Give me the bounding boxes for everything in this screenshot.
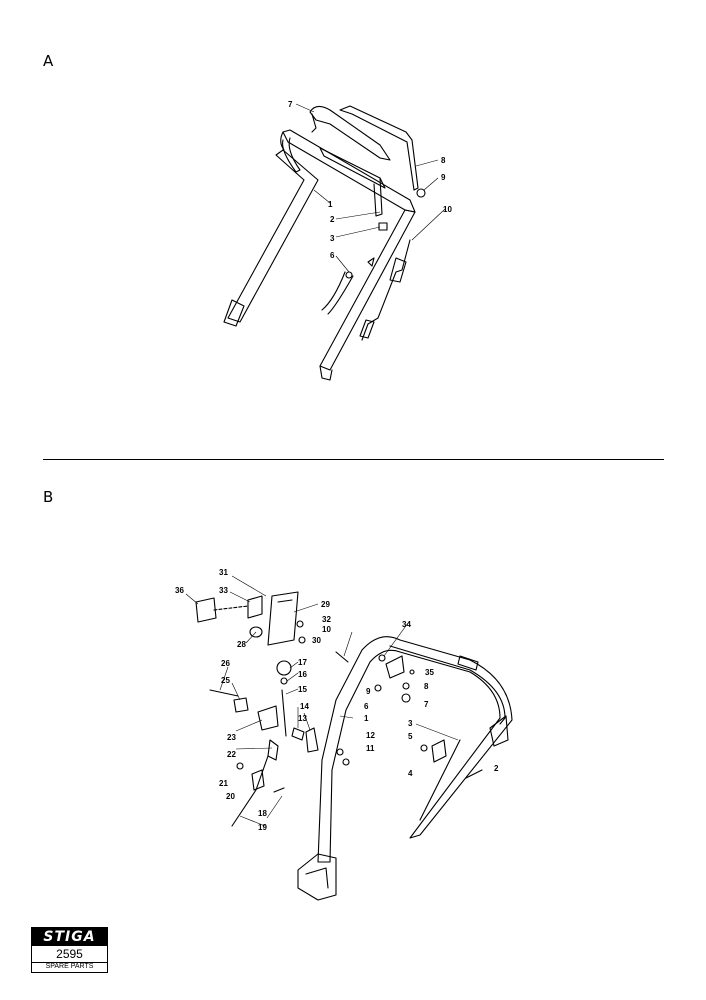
callout-b-34: 34	[402, 620, 411, 629]
b-nut-21	[236, 762, 244, 770]
diagram-code: 2595	[32, 947, 107, 963]
b-cable-19	[231, 755, 269, 827]
callout-a-1: 1	[328, 200, 333, 209]
callout-a-6: 6	[330, 251, 335, 260]
b-screw-2	[465, 769, 483, 779]
a-bail-bar	[309, 105, 391, 161]
callout-b-17: 17	[298, 658, 307, 667]
callout-b-4: 4	[408, 769, 413, 778]
callout-b-1: 1	[364, 714, 369, 723]
callout-b-5: 5	[408, 732, 413, 741]
b-nut-5	[420, 744, 428, 752]
logo-wordmark: STIGA	[43, 929, 96, 945]
b-nut-11	[342, 758, 350, 766]
b-part-25	[233, 697, 249, 713]
b-part-14	[291, 727, 305, 741]
b-part-20	[251, 769, 265, 791]
stiga-logo: STIGA 2595 SPARE PARTS	[31, 927, 108, 973]
b-part-33	[247, 595, 263, 619]
b-control-plate	[267, 591, 299, 646]
b-part-32	[296, 620, 304, 628]
callout-b-19: 19	[258, 823, 267, 832]
section-b-label: B	[43, 488, 54, 506]
a-handle-top-bar	[282, 129, 416, 213]
b-part-22	[267, 739, 279, 761]
spare-parts-label: SPARE PARTS	[45, 963, 94, 970]
b-part-30	[298, 636, 306, 644]
callout-b-15: 15	[298, 685, 307, 694]
a-cable-10	[361, 239, 411, 341]
callout-b-35: 35	[425, 668, 434, 677]
b-washer-8	[402, 682, 410, 690]
callout-b-25: 25	[221, 676, 230, 685]
callout-b-6: 6	[364, 702, 369, 711]
callout-b-21: 21	[219, 779, 228, 788]
b-nut-12	[336, 748, 344, 756]
callout-b-28: 28	[237, 640, 246, 649]
callout-b-14: 14	[300, 702, 309, 711]
callout-a-3: 3	[330, 234, 335, 243]
callout-b-13: 13	[298, 714, 307, 723]
callout-b-7: 7	[424, 700, 429, 709]
b-bolt-10	[335, 651, 349, 663]
callout-a-2: 2	[330, 215, 335, 224]
callout-b-23: 23	[227, 733, 236, 742]
b-handle-foot	[297, 853, 337, 901]
diagram-a-callouts: 7 8 9 1 10 2 3 6	[288, 100, 452, 260]
callout-b-26: 26	[221, 659, 230, 668]
section-divider	[43, 459, 664, 460]
callout-a-8: 8	[441, 156, 446, 165]
callout-b-11: 11	[366, 744, 375, 753]
b-screw-18	[273, 787, 285, 793]
a-nut-9	[416, 188, 426, 198]
callout-b-30: 30	[312, 636, 321, 645]
a-handle-left-tube	[227, 149, 319, 323]
b-part-34	[378, 654, 386, 662]
b-bolt-26	[209, 689, 239, 697]
callout-a-7: 7	[288, 100, 293, 109]
b-rod-15	[281, 689, 287, 737]
callout-b-12: 12	[366, 731, 375, 740]
callout-b-8: 8	[424, 682, 429, 691]
callout-b-3: 3	[408, 719, 413, 728]
diagram-a-drawing	[223, 105, 426, 381]
b-spring-13	[305, 727, 319, 753]
section-a-label: A	[43, 52, 54, 70]
b-part-28	[249, 626, 263, 638]
callout-b-2: 2	[494, 764, 499, 773]
diagram-a-leaders	[295, 103, 446, 273]
callout-b-20: 20	[226, 792, 235, 801]
diagram-b-callouts: 31 36 33 29 32 28 30 10 34 26 17 16 35 2…	[175, 568, 499, 832]
callout-b-31: 31	[219, 568, 228, 577]
b-cable-3	[419, 739, 461, 821]
callout-b-22: 22	[227, 750, 236, 759]
diagram-b-leaders	[185, 575, 459, 827]
logo-banner: STIGA	[32, 928, 107, 946]
b-part-35	[409, 669, 415, 675]
b-bracket-23	[257, 705, 279, 731]
callout-b-32: 32	[322, 615, 331, 624]
callout-b-29: 29	[321, 600, 330, 609]
callout-b-33: 33	[219, 586, 228, 595]
b-nut-9	[374, 684, 382, 692]
b-knob-17	[276, 660, 292, 676]
a-clip-6	[345, 271, 353, 279]
a-knob-3	[378, 222, 388, 231]
callout-b-9: 9	[366, 687, 371, 696]
callout-b-36: 36	[175, 586, 184, 595]
b-bracket-6	[385, 655, 405, 679]
b-block-4	[431, 739, 447, 763]
b-part-36	[195, 597, 217, 623]
diagram-b-drawing	[195, 591, 513, 901]
callout-b-18: 18	[258, 809, 267, 818]
callout-b-10: 10	[322, 625, 331, 634]
a-handle-right-tube	[319, 209, 416, 371]
callout-b-16: 16	[298, 670, 307, 679]
b-handle-loop	[317, 636, 513, 863]
callout-a-10: 10	[443, 205, 452, 214]
callout-a-9: 9	[441, 173, 446, 182]
b-nut-7	[401, 693, 411, 703]
